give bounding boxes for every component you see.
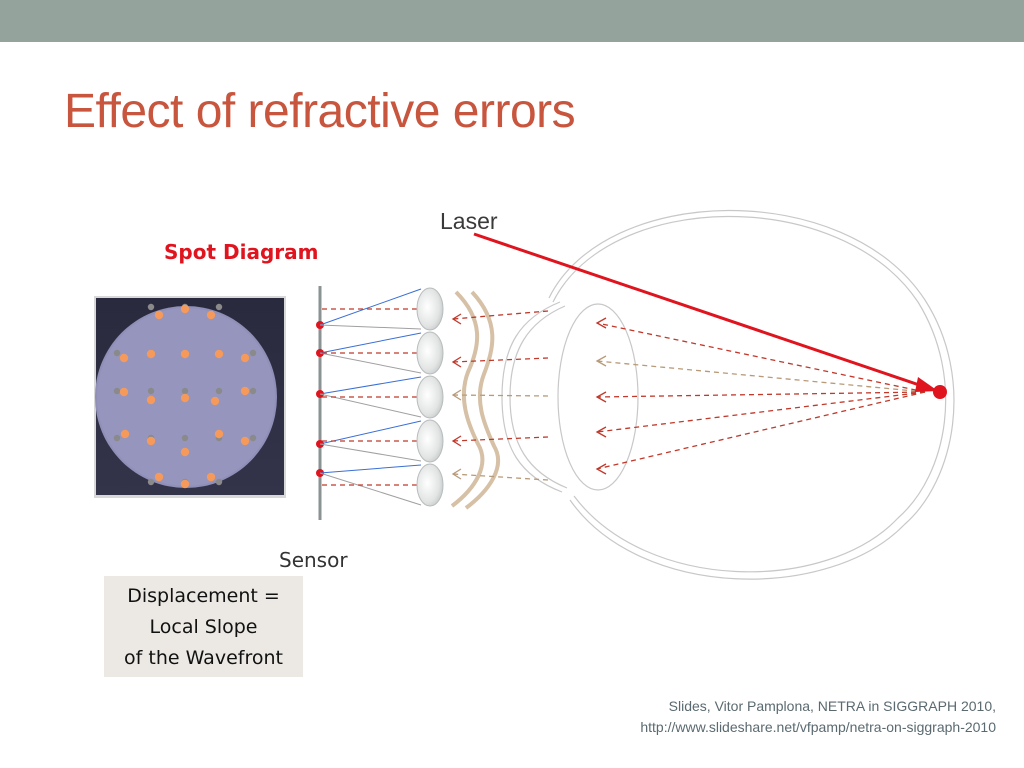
measured-spot bbox=[206, 472, 216, 482]
laser-label: Laser bbox=[440, 208, 498, 234]
ray-arrowhead bbox=[451, 468, 462, 480]
measured-spot bbox=[210, 396, 220, 406]
ray-arrowhead bbox=[595, 391, 607, 403]
front-ray bbox=[452, 310, 549, 320]
reference-spot bbox=[113, 434, 121, 442]
measured-spot bbox=[180, 349, 190, 359]
front-ray bbox=[452, 357, 549, 363]
credit-line-1: Slides, Vitor Pamplona, NETRA in SIGGRAP… bbox=[668, 698, 996, 714]
return-ray bbox=[596, 391, 926, 433]
displacement-line-2: Local Slope bbox=[149, 616, 258, 638]
lenslet-ray bbox=[319, 324, 422, 330]
measured-spot bbox=[146, 395, 156, 405]
ray-arrowhead bbox=[451, 435, 462, 447]
measured-spot bbox=[119, 353, 129, 363]
return-ray bbox=[596, 391, 926, 398]
measured-spot bbox=[180, 304, 190, 314]
measured-spot bbox=[146, 349, 156, 359]
lenslet bbox=[416, 331, 444, 375]
lenslet-ray bbox=[319, 420, 422, 445]
credit-note: Slides, Vitor Pamplona, NETRA in SIGGRAP… bbox=[640, 696, 996, 738]
measured-spot bbox=[119, 387, 129, 397]
lenslet-ray bbox=[319, 464, 422, 474]
displacement-line-3: of the Wavefront bbox=[124, 647, 283, 669]
displacement-note: Displacement = Local Slope of the Wavefr… bbox=[104, 576, 303, 677]
reference-spot bbox=[249, 387, 257, 395]
measured-spot bbox=[240, 353, 250, 363]
lenslet-ray bbox=[319, 393, 422, 418]
measured-spot bbox=[120, 429, 130, 439]
displacement-line-1: Displacement = bbox=[127, 585, 280, 607]
reference-spot bbox=[181, 387, 189, 395]
ray-arrowhead bbox=[451, 389, 462, 401]
measured-spot bbox=[180, 447, 190, 457]
reference-spot bbox=[249, 434, 257, 442]
lenslet-ray bbox=[319, 332, 422, 354]
lenslet-ray bbox=[319, 472, 422, 506]
lenslet bbox=[416, 463, 444, 507]
reflected-rays bbox=[451, 310, 926, 481]
return-ray bbox=[596, 360, 926, 393]
reference-spot bbox=[113, 349, 121, 357]
measured-spot bbox=[214, 349, 224, 359]
lenslet-ray bbox=[319, 352, 422, 374]
reference-spot bbox=[147, 478, 155, 486]
ray-arrowhead bbox=[451, 313, 462, 325]
lenslet bbox=[416, 419, 444, 463]
reference-spot bbox=[249, 349, 257, 357]
lenslet-rays bbox=[319, 288, 422, 506]
lenslet-ray bbox=[319, 443, 422, 462]
credit-line-2: http://www.slideshare.net/vfpamp/netra-o… bbox=[640, 719, 996, 735]
measured-spot bbox=[146, 436, 156, 446]
slide-title: Effect of refractive errors bbox=[64, 85, 576, 138]
reference-spot bbox=[215, 478, 223, 486]
ray-arrowhead bbox=[595, 355, 607, 367]
spot-diagram-label: Spot Diagram bbox=[164, 240, 319, 264]
lenslet-ray bbox=[319, 376, 422, 395]
ray-arrowhead bbox=[595, 463, 607, 475]
measured-spot bbox=[240, 436, 250, 446]
return-ray bbox=[596, 322, 926, 393]
measured-spot bbox=[240, 386, 250, 396]
reference-spot bbox=[147, 387, 155, 395]
reference-spot bbox=[147, 303, 155, 311]
sensor-label: Sensor bbox=[279, 548, 348, 572]
front-ray bbox=[452, 473, 549, 481]
front-ray bbox=[452, 436, 549, 442]
laser-beam bbox=[473, 232, 947, 399]
lenslet bbox=[416, 375, 444, 419]
return-ray bbox=[596, 391, 926, 470]
measured-spot bbox=[180, 479, 190, 489]
spot-diagram-panel bbox=[94, 296, 286, 498]
lenslet bbox=[416, 287, 444, 331]
lenslet-array bbox=[416, 287, 444, 507]
front-ray bbox=[452, 394, 549, 397]
eye-outline bbox=[501, 210, 955, 580]
ray-arrowhead bbox=[595, 426, 607, 438]
top-bar bbox=[0, 0, 1024, 42]
ray-arrowhead bbox=[451, 356, 462, 368]
reference-spot bbox=[113, 387, 121, 395]
measured-spot bbox=[154, 310, 164, 320]
spot-points bbox=[113, 303, 257, 489]
lenslet-ray bbox=[319, 288, 422, 326]
reference-spot bbox=[181, 434, 189, 442]
distorted-wavefront bbox=[450, 290, 500, 510]
ray-arrowhead bbox=[595, 317, 607, 329]
measured-spot bbox=[154, 472, 164, 482]
reference-spot bbox=[215, 387, 223, 395]
measured-spot bbox=[180, 393, 190, 403]
measured-spot bbox=[206, 310, 216, 320]
measured-spot bbox=[214, 429, 224, 439]
reference-spot bbox=[215, 303, 223, 311]
